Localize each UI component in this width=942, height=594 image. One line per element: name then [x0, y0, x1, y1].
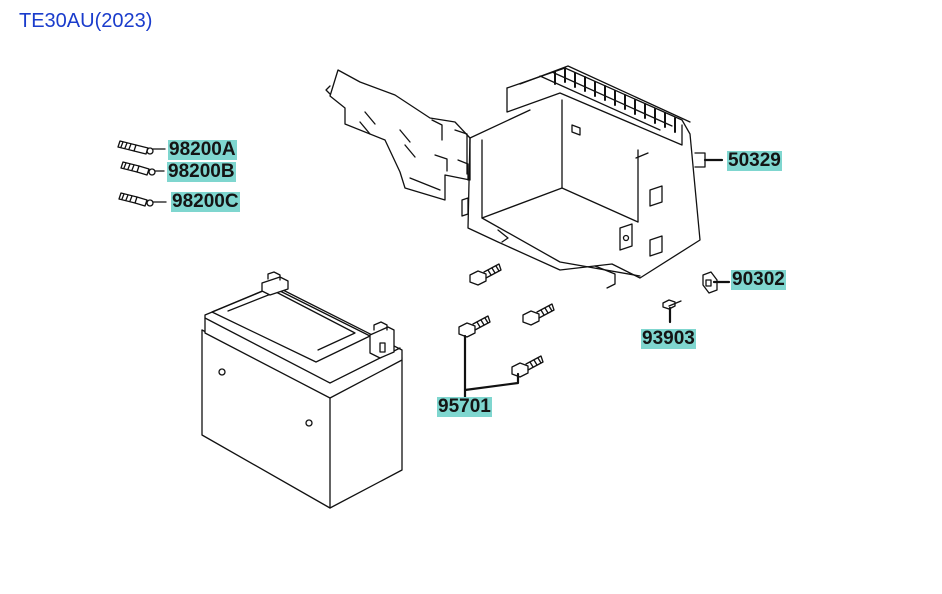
fuse-c-drawing — [118, 192, 167, 207]
callout-98200C[interactable]: 98200C — [171, 191, 240, 212]
clip-nut-drawing — [702, 271, 718, 294]
callout-93903[interactable]: 93903 — [641, 328, 696, 349]
leader-lines — [463, 158, 731, 400]
battery-drawing — [201, 271, 403, 509]
fuse-b-drawing — [120, 161, 165, 176]
small-screw-drawing — [662, 299, 682, 310]
callout-50329[interactable]: 50329 — [727, 150, 782, 171]
fuse-a-drawing — [117, 140, 166, 155]
callout-90302[interactable]: 90302 — [731, 269, 786, 290]
callout-98200A[interactable]: 98200A — [168, 139, 237, 160]
battery-case-drawing — [325, 65, 706, 289]
flange-bolt-1-drawing — [469, 263, 502, 286]
callout-98200B[interactable]: 98200B — [167, 161, 236, 182]
flange-bolt-2-drawing — [522, 303, 555, 326]
page-title: TE30AU(2023) — [19, 10, 153, 32]
flange-bolt-4-drawing — [511, 355, 544, 378]
flange-bolt-3-drawing — [458, 315, 491, 338]
callout-95701[interactable]: 95701 — [437, 396, 492, 417]
